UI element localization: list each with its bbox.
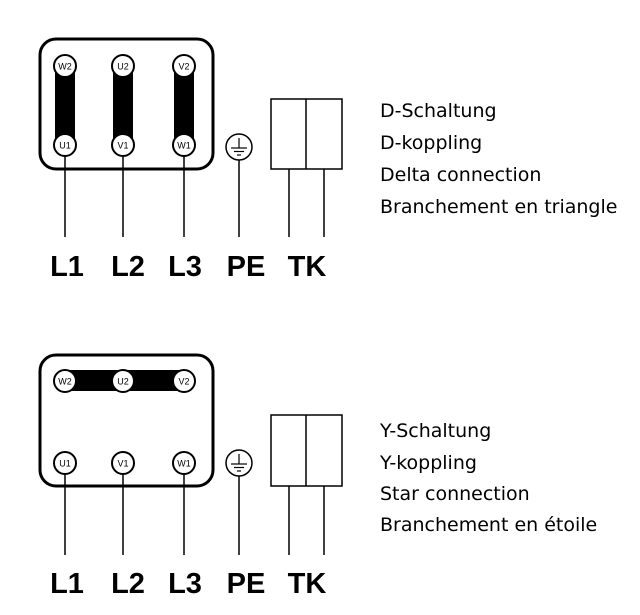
delta-terminal-bottom-1: U1 bbox=[53, 133, 77, 157]
star-desc-de: Y-Schaltung bbox=[379, 420, 491, 442]
delta-bridge-3 bbox=[174, 66, 194, 144]
label-l2: L2 bbox=[111, 568, 145, 600]
terminal-label: W2 bbox=[58, 377, 72, 387]
star-section: W2 U2 V2 U1 V1 W1 bbox=[38, 353, 597, 600]
delta-terminal-top-3: V2 bbox=[172, 54, 196, 78]
delta-section: W2 U2 V2 U1 V1 W1 bbox=[38, 37, 617, 283]
terminal-label: W2 bbox=[58, 62, 72, 72]
terminal-label: U1 bbox=[59, 459, 71, 469]
label-tk: TK bbox=[288, 568, 327, 600]
label-l1: L1 bbox=[50, 251, 84, 283]
terminal-label: V1 bbox=[117, 459, 128, 469]
terminal-label: V1 bbox=[117, 141, 128, 151]
delta-bridge-1 bbox=[55, 66, 75, 144]
star-terminal-top-2: U2 bbox=[111, 369, 135, 393]
delta-terminal-top-2: U2 bbox=[111, 54, 135, 78]
star-tk-box bbox=[270, 414, 343, 487]
delta-terminal-bottom-3: W1 bbox=[172, 133, 196, 157]
terminal-label: W1 bbox=[177, 141, 191, 151]
star-desc-fr: Branchement en étoile bbox=[380, 514, 597, 536]
star-desc-sv: Y-koppling bbox=[379, 452, 477, 474]
label-l3: L3 bbox=[168, 568, 202, 600]
terminal-label: V2 bbox=[178, 377, 189, 387]
star-terminal-bottom-1: U1 bbox=[53, 451, 77, 475]
terminal-label: U1 bbox=[59, 141, 71, 151]
delta-desc-sv: D-koppling bbox=[380, 132, 482, 154]
star-terminal-bottom-2: V1 bbox=[111, 451, 135, 475]
label-l2: L2 bbox=[111, 251, 145, 283]
terminal-label: U2 bbox=[117, 62, 129, 72]
delta-bridge-2 bbox=[113, 66, 133, 144]
delta-desc-en: Delta connection bbox=[380, 164, 541, 186]
delta-tk-box bbox=[270, 98, 343, 170]
label-pe: PE bbox=[227, 251, 266, 283]
delta-desc-fr: Branchement en triangle bbox=[380, 196, 617, 218]
delta-desc-de: D-Schaltung bbox=[380, 100, 497, 122]
terminal-label: W1 bbox=[177, 459, 191, 469]
terminal-label: V2 bbox=[178, 62, 189, 72]
delta-ground-icon bbox=[225, 133, 253, 161]
star-desc-en: Star connection bbox=[380, 483, 530, 505]
star-terminal-top-1: W2 bbox=[53, 369, 77, 393]
star-terminal-top-3: V2 bbox=[172, 369, 196, 393]
delta-terminal-top-1: W2 bbox=[53, 54, 77, 78]
terminal-label: U2 bbox=[117, 377, 129, 387]
star-terminal-bottom-3: W1 bbox=[172, 451, 196, 475]
delta-terminal-bottom-2: V1 bbox=[111, 133, 135, 157]
label-pe: PE bbox=[227, 568, 266, 600]
label-l1: L1 bbox=[50, 568, 84, 600]
label-l3: L3 bbox=[168, 251, 202, 283]
star-ground-icon bbox=[225, 449, 253, 477]
label-tk: TK bbox=[288, 251, 327, 283]
